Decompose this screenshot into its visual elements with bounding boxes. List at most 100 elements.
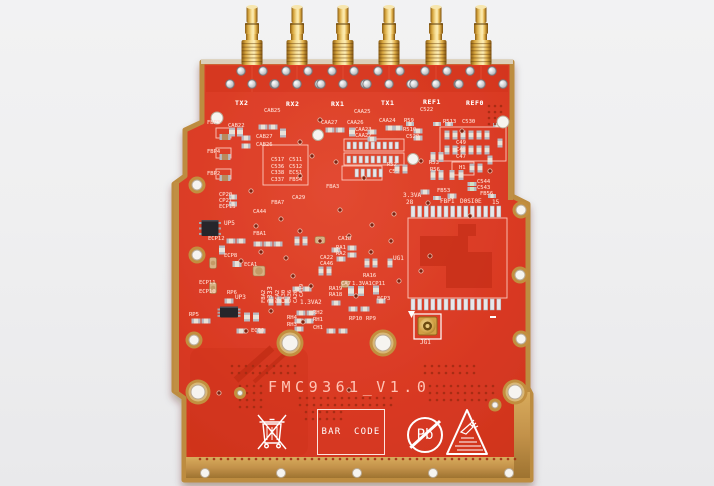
- smd-component: [224, 298, 234, 304]
- via-dot: [437, 371, 441, 375]
- passive-end: [248, 143, 251, 149]
- smd-component: [338, 328, 348, 334]
- solder-pad: [450, 205, 455, 218]
- passive-end: [385, 125, 388, 131]
- through-hole-pin: [247, 79, 257, 89]
- passive-end: [273, 241, 276, 247]
- via-dot: [430, 371, 434, 375]
- passive-body: [458, 170, 464, 180]
- sma-collar-shadow: [290, 23, 304, 25]
- smd-component: [284, 296, 290, 306]
- solder-pad: [496, 205, 502, 218]
- smd-component: [347, 252, 357, 258]
- solder-pad: [443, 205, 449, 218]
- passive-end: [326, 266, 332, 269]
- via-dot: [326, 396, 330, 400]
- via-dot: [422, 457, 426, 461]
- via-dot: [394, 457, 398, 461]
- smd-component: [348, 286, 354, 296]
- via-dot: [245, 391, 249, 395]
- passive-end: [372, 265, 378, 268]
- via-dot: [245, 398, 249, 402]
- sma-thread: [332, 57, 354, 59]
- ic-pin: [199, 227, 202, 230]
- passive-body: [348, 286, 354, 296]
- passive-end: [484, 145, 490, 148]
- passive-end: [476, 130, 482, 133]
- smd-component: [331, 300, 341, 306]
- passive-end: [237, 134, 243, 137]
- passive-end: [430, 152, 436, 155]
- sma-thread: [241, 57, 263, 59]
- via-dot: [470, 391, 474, 395]
- through-hole-pin: [281, 66, 291, 76]
- solder-pad: [489, 298, 495, 311]
- sma-barrel: [286, 40, 308, 65]
- smd-component: [219, 245, 225, 255]
- smd-component: [340, 280, 350, 288]
- cap-top: [210, 285, 216, 291]
- passive-end: [338, 328, 341, 334]
- sma-thread: [425, 61, 447, 63]
- solder-pad: [372, 168, 377, 178]
- solder-pad: [496, 298, 502, 311]
- via-dot: [304, 417, 308, 421]
- via-dot: [428, 384, 432, 388]
- via-dot: [375, 403, 379, 407]
- solder-pad: [437, 298, 442, 311]
- via-dot: [387, 457, 391, 461]
- via-dot: [347, 396, 351, 400]
- via-dot: [340, 396, 344, 400]
- via: [243, 328, 249, 334]
- pour-trace: [233, 345, 275, 383]
- hole: [352, 468, 362, 478]
- sma-tip: [337, 6, 349, 23]
- sma-tip-top: [291, 5, 303, 9]
- via-dot: [457, 457, 461, 461]
- sma-tip-top: [430, 5, 442, 9]
- hole: [515, 333, 527, 345]
- solder-pad: [394, 141, 399, 150]
- via-dot: [436, 457, 440, 461]
- via-dot: [279, 371, 283, 375]
- sma-thread: [332, 46, 354, 48]
- via: [353, 293, 359, 299]
- smd-component: [256, 328, 266, 334]
- smd-component: [226, 238, 236, 244]
- hole: [496, 115, 510, 129]
- smd-component: [402, 164, 408, 174]
- via-dot: [375, 396, 379, 400]
- via-dot: [487, 104, 491, 108]
- solder-pad: [470, 205, 475, 218]
- via-dot: [485, 457, 489, 461]
- passive-end: [332, 127, 335, 133]
- passive-end: [228, 175, 231, 181]
- smd-component: [430, 152, 436, 162]
- passive-end: [364, 258, 370, 261]
- via-dot: [286, 371, 290, 375]
- via-dot: [261, 457, 265, 461]
- hole: [276, 468, 286, 478]
- passive-end: [373, 285, 379, 288]
- vias: [216, 117, 493, 396]
- hole: [507, 384, 523, 400]
- smd-component: [367, 136, 377, 142]
- passive-end: [430, 170, 436, 173]
- smd-component: [304, 318, 314, 324]
- solder-pad: [417, 205, 422, 218]
- solder-pad: [463, 298, 469, 311]
- passive-end: [234, 201, 237, 207]
- passive-end: [348, 286, 354, 289]
- smd-component: [325, 127, 335, 133]
- passive-end: [276, 296, 282, 299]
- passive-end: [244, 319, 250, 322]
- via-dot: [325, 417, 329, 421]
- via-dot: [491, 384, 495, 388]
- passive-body: [430, 152, 436, 162]
- passive-end: [411, 122, 414, 126]
- passive-end: [236, 238, 239, 244]
- esd-hatch: [455, 437, 483, 451]
- smd-component: [447, 193, 457, 199]
- silkscreen-box: [407, 217, 508, 299]
- ic-glint: [201, 220, 219, 222]
